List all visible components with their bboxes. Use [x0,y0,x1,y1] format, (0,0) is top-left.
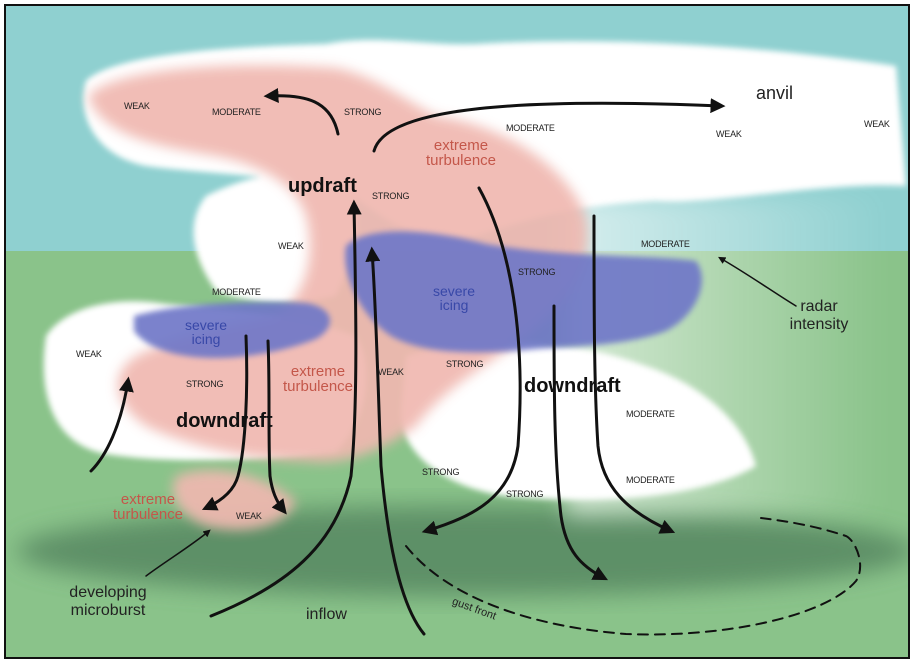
developing-microburst-label: developing microburst [58,584,158,620]
intensity-label: MODERATE [506,124,555,133]
diagram-frame: anvil updraft downdraft downdraft inflow… [4,4,910,659]
radar-intensity-label: radar intensity [782,298,856,334]
intensity-label: STRONG [446,360,483,369]
cloud-fade [566,196,886,516]
anvil-label: anvil [756,84,793,102]
inflow-label: inflow [306,606,347,624]
intensity-label: MODERATE [212,288,261,297]
extreme-turbulence-low-label: extreme turbulence [98,492,198,522]
intensity-label: STRONG [506,490,543,499]
intensity-label: MODERATE [626,476,675,485]
intensity-label: WEAK [76,350,102,359]
intensity-label: STRONG [186,380,223,389]
intensity-label: STRONG [344,108,381,117]
intensity-label: STRONG [372,192,409,201]
extreme-turbulence-mid-label: extreme turbulence [268,364,368,394]
downdraft-right-label: downdraft [524,376,621,396]
intensity-label: MODERATE [641,240,690,249]
severe-icing-left-label: severe icing [176,318,236,346]
intensity-label: WEAK [236,512,262,521]
intensity-label: WEAK [278,242,304,251]
downdraft-left-label: downdraft [176,411,273,431]
intensity-label: MODERATE [212,108,261,117]
intensity-label: WEAK [378,368,404,377]
intensity-label: STRONG [422,468,459,477]
intensity-label: WEAK [716,130,742,139]
severe-icing-right-label: severe icing [424,284,484,312]
intensity-label: WEAK [124,102,150,111]
intensity-label: WEAK [864,120,890,129]
updraft-label: updraft [288,176,357,196]
intensity-label: STRONG [518,268,555,277]
intensity-label: MODERATE [626,410,675,419]
extreme-turbulence-top-label: extreme turbulence [416,138,506,168]
